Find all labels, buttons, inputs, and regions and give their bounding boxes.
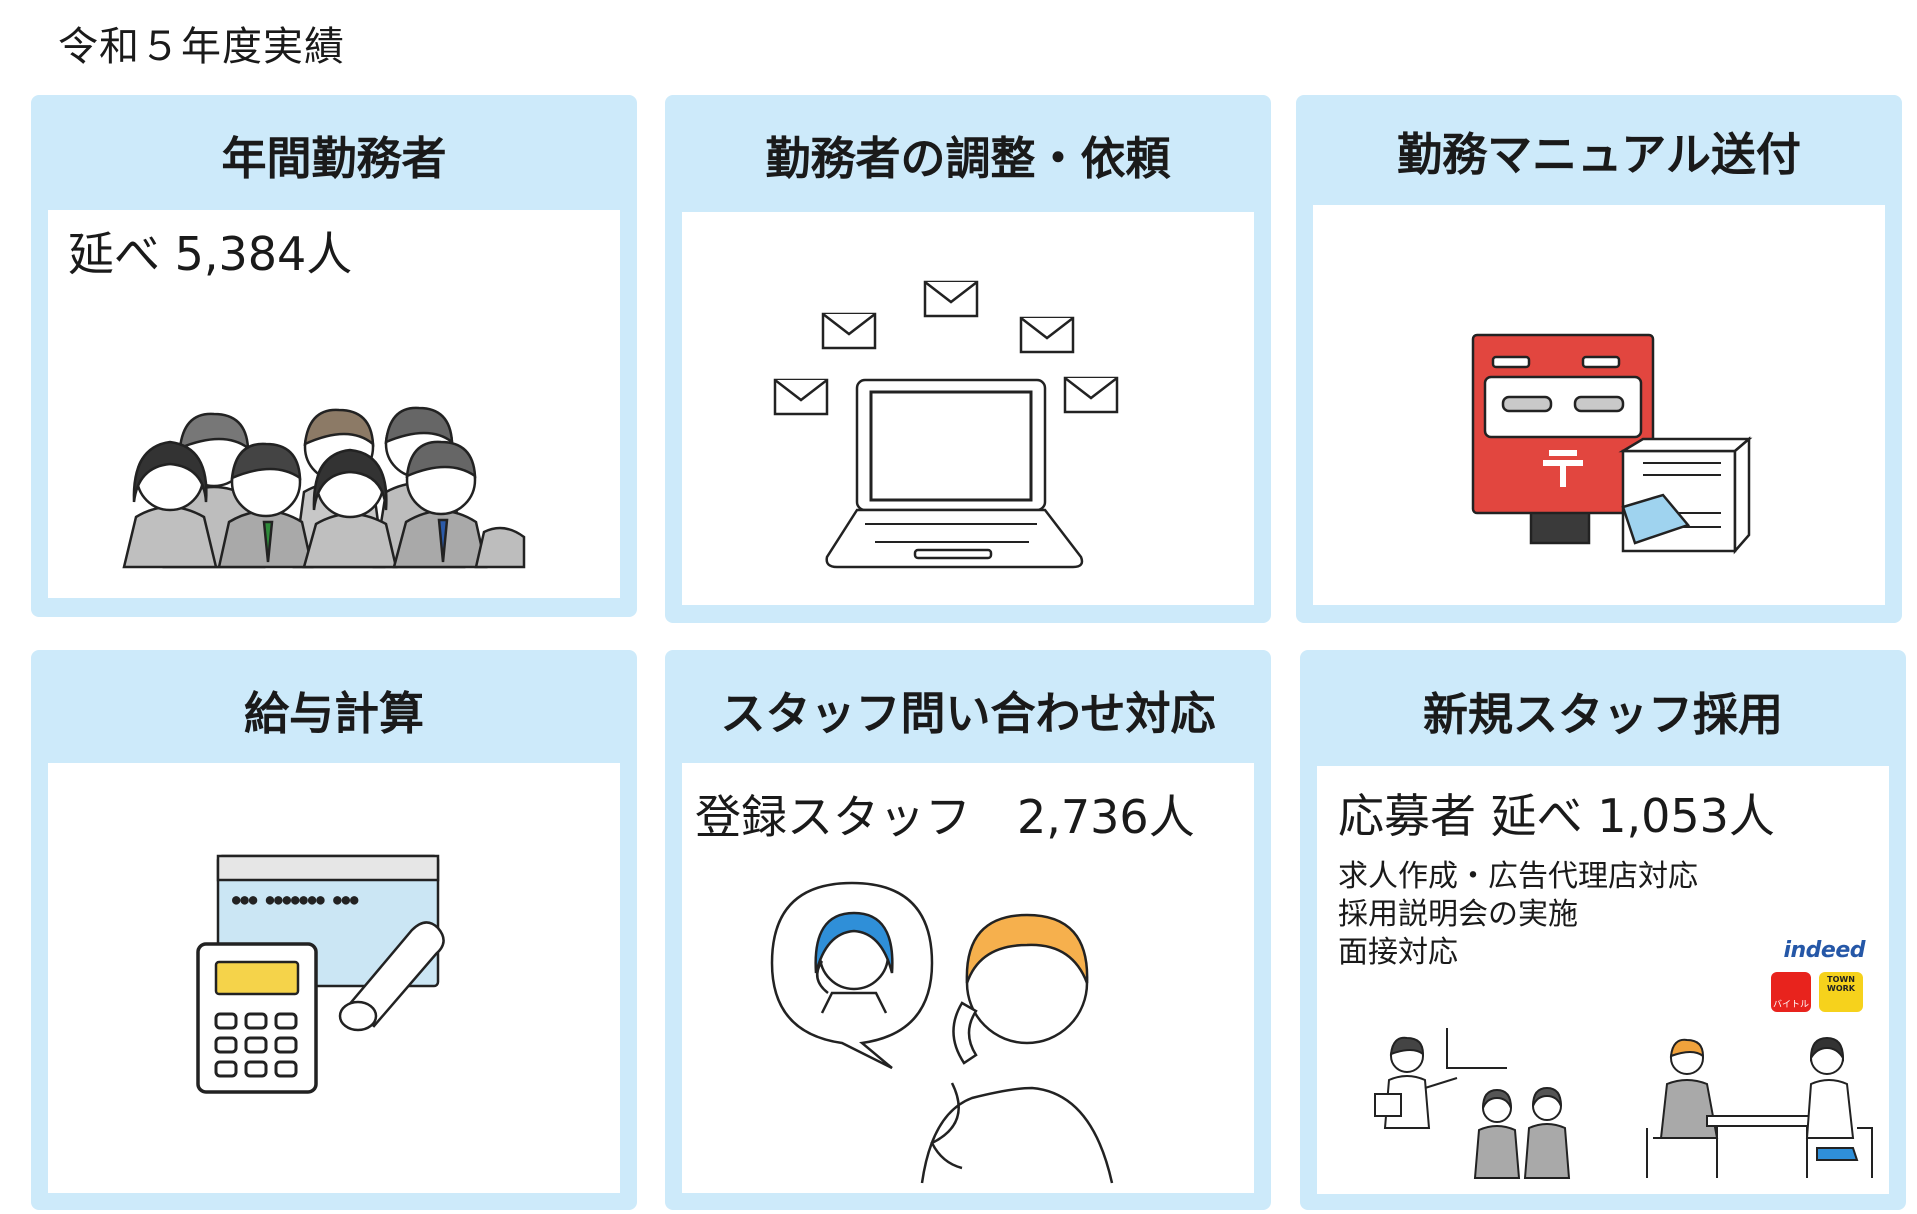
- laptop-with-mail-icon: [773, 280, 1119, 569]
- card-panel: ●●● ●●●●●●● ●●●: [48, 763, 620, 1193]
- baitoru-logo: バイトル: [1771, 972, 1811, 1012]
- job-interview-icon: [1646, 1036, 1873, 1178]
- calculator-icon: ●●● ●●●●●●● ●●●: [196, 854, 445, 1094]
- postbox-icon: [1471, 333, 1753, 555]
- task-item: 求人作成・広告代理店対応: [1338, 859, 1698, 894]
- card-staff-inquiries: スタッフ問い合わせ対応 登録スタッフ 2,736人: [665, 650, 1271, 1210]
- card-manual-delivery: 勤務マニュアル送付: [1296, 95, 1902, 623]
- card-panel: 登録スタッフ 2,736人: [682, 763, 1254, 1193]
- phone-call-icon: [770, 881, 1114, 1184]
- recruiting-seminar-icon: [1374, 1028, 1571, 1179]
- card-title: 勤務マニュアル送付: [1397, 127, 1801, 181]
- stat-applicants: 応募者 延べ 1,053人: [1338, 789, 1775, 843]
- card-annual-workers: 年間勤務者 延べ 5,384人: [31, 95, 637, 617]
- indeed-logo: indeed: [1783, 938, 1865, 963]
- card-title: 給与計算: [243, 686, 424, 740]
- card-title: スタッフ問い合わせ対応: [720, 686, 1216, 740]
- card-new-staff-recruiting: 新規スタッフ採用 応募者 延べ 1,053人 求人作成・広告代理店対応 採用説明…: [1300, 650, 1906, 1210]
- svg-text:●●● ●●●●●●● ●●●: ●●● ●●●●●●● ●●●: [232, 892, 359, 908]
- townwork-logo: TOWN WORK: [1819, 972, 1863, 1012]
- card-panel: [682, 212, 1254, 605]
- office-workers-group-icon: [122, 406, 526, 569]
- card-title: 勤務者の調整・依頼: [765, 131, 1171, 185]
- task-item: 面接対応: [1338, 935, 1458, 970]
- card-title: 新規スタッフ採用: [1422, 687, 1783, 741]
- card-worker-coordination: 勤務者の調整・依頼: [665, 95, 1271, 623]
- card-panel: [1313, 205, 1885, 605]
- recruiting-task-list: 求人作成・広告代理店対応 採用説明会の実施 面接対応: [1338, 858, 1698, 972]
- card-payroll: 給与計算 ●●● ●●●●●●● ●●●: [31, 650, 637, 1210]
- stat-workers: 延べ 5,384人: [68, 227, 353, 281]
- page-title: 令和５年度実績: [58, 24, 345, 70]
- card-panel: 応募者 延べ 1,053人 求人作成・広告代理店対応 採用説明会の実施 面接対応…: [1317, 766, 1889, 1194]
- card-panel: 延べ 5,384人: [48, 210, 620, 598]
- task-item: 採用説明会の実施: [1338, 897, 1578, 932]
- stat-registered-staff: 登録スタッフ 2,736人: [695, 790, 1195, 844]
- baitoru-logo-text: バイトル: [1772, 1000, 1809, 1010]
- townwork-logo-text: TOWN WORK: [1827, 975, 1855, 993]
- card-title: 年間勤務者: [221, 131, 447, 185]
